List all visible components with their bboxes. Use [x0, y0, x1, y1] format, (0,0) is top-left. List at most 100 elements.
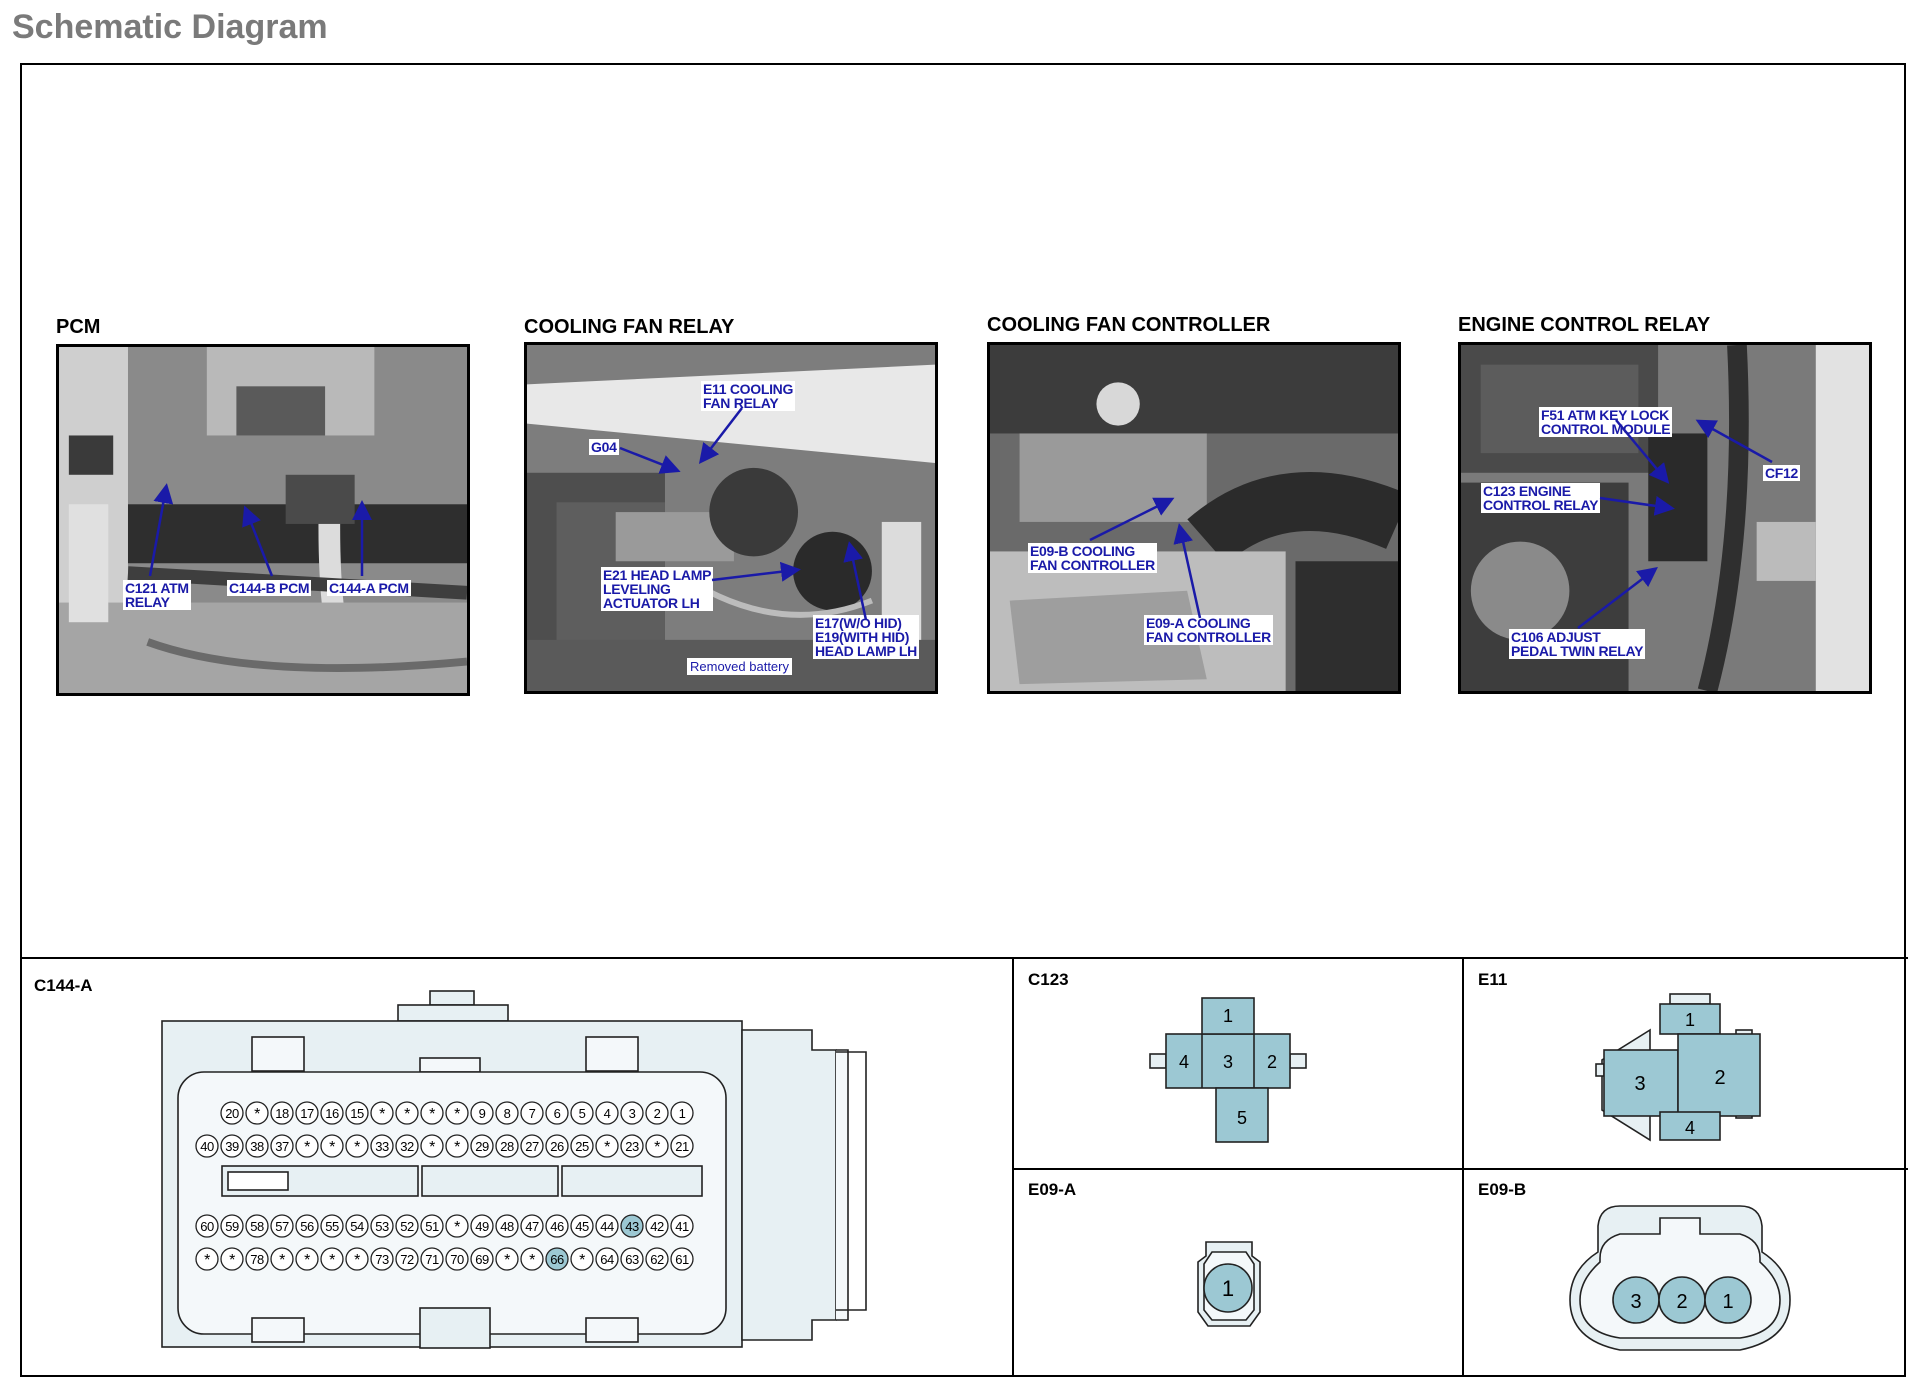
photo-title-cooling-fan-controller: COOLING FAN CONTROLLER — [987, 314, 1271, 336]
c144a-pin-label: 46 — [550, 1219, 564, 1234]
c144a-pin-label: 63 — [625, 1252, 639, 1267]
c144a-pin — [620, 1214, 644, 1238]
c144a-pin-label: 37 — [275, 1139, 289, 1154]
c144a-pin-label: 48 — [500, 1219, 514, 1234]
c144a-pin — [520, 1214, 544, 1238]
c144a-pin — [620, 1247, 644, 1271]
c144a-pin — [195, 1214, 219, 1238]
c144a-pin-label: 32 — [400, 1139, 414, 1154]
c144a-pin-label: 53 — [375, 1219, 389, 1234]
c144a-pin-label: 72 — [400, 1252, 414, 1267]
e11-pin: 1 — [1685, 1010, 1695, 1030]
c144a-pin-label: 20 — [225, 1106, 239, 1121]
c144a-pin-label: 73 — [375, 1252, 389, 1267]
c144a-pin — [670, 1214, 694, 1238]
c144a-pin — [570, 1134, 594, 1158]
c144a-pin-label: 6 — [554, 1106, 561, 1121]
c144a-pin — [320, 1247, 344, 1271]
c144a-pin-label: 33 — [375, 1139, 389, 1154]
c144a-pin — [470, 1214, 494, 1238]
c144a-pin — [220, 1134, 244, 1158]
c144a-pin-label: * — [404, 1106, 410, 1123]
c144a-pin — [295, 1134, 319, 1158]
c144a-pin — [370, 1247, 394, 1271]
c144a-pin — [270, 1247, 294, 1271]
c144a-pin-label: 52 — [400, 1219, 414, 1234]
c144a-pin-label: 47 — [525, 1219, 539, 1234]
c144a-pin — [495, 1247, 519, 1271]
c144a-pin — [370, 1134, 394, 1158]
connector-c123: 1 4 3 2 5 — [1149, 997, 1307, 1143]
c144a-pin — [420, 1134, 444, 1158]
label-cf12: CF12 — [1763, 465, 1801, 481]
photo-cooling-fan-controller: E09-B COOLING FAN CONTROLLER E09-A COOLI… — [987, 342, 1401, 694]
c144a-pin — [595, 1101, 619, 1125]
c144a-pin-label: 15 — [350, 1106, 364, 1121]
connector-title-e09b: E09-B — [1478, 1180, 1527, 1199]
c144a-pin-label: 42 — [650, 1219, 664, 1234]
c144a-pin-label: 28 — [500, 1139, 514, 1154]
c144a-pin — [370, 1101, 394, 1125]
divider-horizontal — [20, 957, 1908, 959]
c144a-pin — [545, 1247, 569, 1271]
c144a-pin — [270, 1134, 294, 1158]
c144a-pin-label: * — [454, 1106, 460, 1123]
c144a-pin-label: 5 — [579, 1106, 586, 1121]
c144a-pin — [570, 1214, 594, 1238]
c144a-pin — [195, 1134, 219, 1158]
c144a-pin — [195, 1247, 219, 1271]
c144a-pin-label: 56 — [300, 1219, 314, 1234]
c144a-pin — [670, 1247, 694, 1271]
divider-vertical-2 — [1462, 957, 1464, 1377]
c144a-pin — [395, 1247, 419, 1271]
c144a-pin-label: * — [354, 1252, 360, 1269]
c144a-pin-label: 8 — [504, 1106, 511, 1121]
c144a-pin — [570, 1101, 594, 1125]
c144a-pin-label: 38 — [250, 1139, 264, 1154]
c144a-pin — [245, 1247, 269, 1271]
connector-title-e09a: E09-A — [1028, 1180, 1077, 1199]
c144a-pin — [295, 1214, 319, 1238]
c144a-pin — [495, 1134, 519, 1158]
c144a-pin-label: * — [429, 1106, 435, 1123]
c144a-pin-label: 69 — [475, 1252, 489, 1267]
c144a-pin-label: 58 — [250, 1219, 264, 1234]
c144a-pin — [495, 1101, 519, 1125]
photo-title-pcm: PCM — [56, 316, 101, 338]
c144a-pin — [295, 1247, 319, 1271]
c144a-pin — [595, 1214, 619, 1238]
c144a-pin-label: 40 — [200, 1139, 214, 1154]
c144a-pin-label: 18 — [275, 1106, 289, 1121]
label-c123-engine-control-relay: C123 ENGINE CONTROL RELAY — [1481, 483, 1601, 513]
c144a-pin — [320, 1101, 344, 1125]
c144a-pin — [545, 1214, 569, 1238]
c144a-pin-label: 17 — [300, 1106, 314, 1121]
label-e09b-cooling-fan-controller: E09-B COOLING FAN CONTROLLER — [1028, 543, 1157, 573]
c144a-pin-label: 57 — [275, 1219, 289, 1234]
c144a-pin — [420, 1101, 444, 1125]
c144a-pin-label: 16 — [325, 1106, 339, 1121]
c144a-pin — [495, 1214, 519, 1238]
c144a-pin-label: 54 — [350, 1219, 364, 1234]
label-c121-atm-relay: C121 ATM RELAY — [123, 580, 191, 610]
c144a-pin-label: * — [329, 1139, 335, 1156]
c144a-pin-label: * — [504, 1252, 510, 1269]
c144a-pin — [445, 1101, 469, 1125]
c144a-pin — [620, 1134, 644, 1158]
caption-removed-battery: Removed battery — [687, 658, 792, 675]
c144a-pin-label: * — [254, 1106, 260, 1123]
c144a-pin-label: 62 — [650, 1252, 664, 1267]
c144a-pin — [670, 1134, 694, 1158]
c144a-pin-label: * — [204, 1252, 210, 1269]
label-e11-cooling-fan-relay: E11 COOLING FAN RELAY — [701, 381, 796, 411]
connector-e11: 1 3 2 4 — [1595, 993, 1761, 1142]
e09b-pin: 1 — [1722, 1291, 1733, 1313]
c144a-pin — [320, 1214, 344, 1238]
c144a-pin-label: * — [229, 1252, 235, 1269]
c144a-pin — [445, 1134, 469, 1158]
c144a-pin-label: 26 — [550, 1139, 564, 1154]
c144a-pin-label: * — [304, 1139, 310, 1156]
photo-title-engine-control-relay: ENGINE CONTROL RELAY — [1458, 314, 1711, 336]
c144a-pin — [645, 1101, 669, 1125]
label-c144b-pcm: C144-B PCM — [227, 580, 312, 596]
